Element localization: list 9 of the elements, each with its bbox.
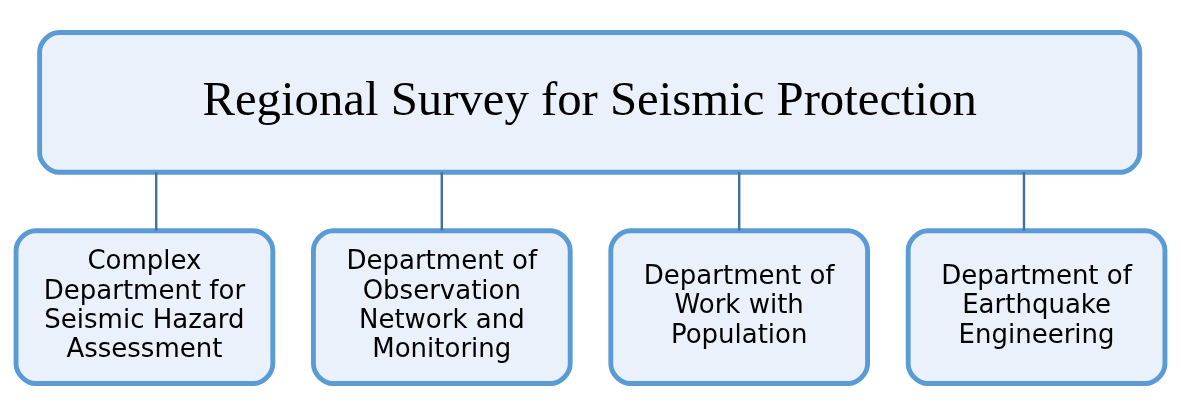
node-box: Department of Observation Network and Monitoring — [311, 227, 573, 386]
connector — [155, 171, 158, 231]
node-box: Complex Department for Seismic Hazard Assessment — [13, 227, 276, 386]
node-box: Department of Work with Population — [608, 227, 870, 386]
node-box: Regional Survey for Seismic Protection — [37, 29, 1143, 175]
connector — [737, 171, 741, 231]
node-box: Department of Earthquake Engineering — [905, 227, 1168, 386]
connector — [1022, 171, 1026, 231]
connector — [440, 171, 444, 231]
